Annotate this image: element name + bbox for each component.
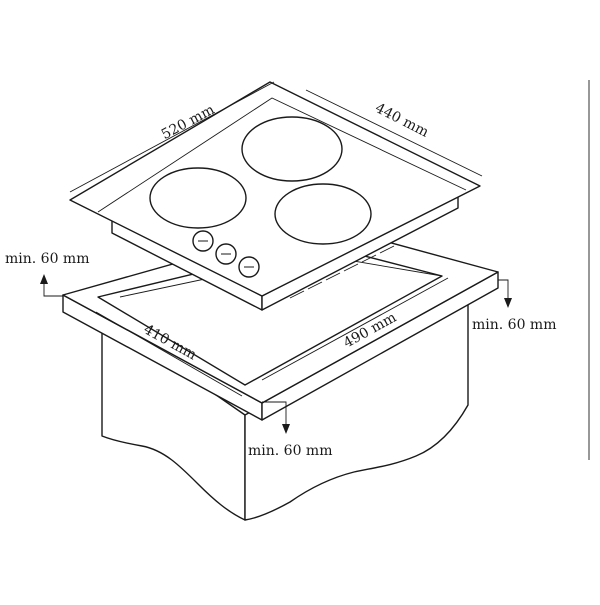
arrow-left-stem	[43, 276, 63, 297]
worktop	[62, 222, 499, 421]
dim-line-410	[95, 311, 243, 397]
hob-front-vents	[289, 245, 395, 299]
arrow-front-stem	[262, 401, 287, 426]
clearance-arrows	[40, 274, 512, 434]
dim-line-520	[69, 81, 275, 193]
hob-glass-top	[69, 81, 481, 297]
arrow-right-stem	[498, 279, 509, 300]
dim-line-490	[261, 277, 449, 381]
cabinet-right-face	[244, 289, 469, 521]
label-hob-depth: 440 mm	[372, 100, 431, 140]
arrow-left-head	[40, 274, 48, 284]
hob-glass-inner-edge	[97, 97, 467, 213]
arrow-right-head	[504, 298, 512, 308]
hob-burner-left	[149, 167, 247, 229]
label-clearance-front: min. 60 mm	[248, 443, 333, 459]
arrow-front-head	[282, 424, 290, 434]
dim-line-440	[305, 89, 483, 177]
control-knobs	[192, 230, 260, 278]
hob	[69, 81, 481, 311]
hob-burner-back	[241, 116, 343, 182]
dimension-lines	[69, 80, 590, 460]
cabinet	[101, 289, 469, 521]
hob-burner-right	[274, 183, 372, 245]
label-clearance-left: min. 60 mm	[5, 251, 90, 267]
cabinet-left-face	[101, 315, 246, 521]
label-clearance-right: min. 60 mm	[472, 317, 557, 333]
